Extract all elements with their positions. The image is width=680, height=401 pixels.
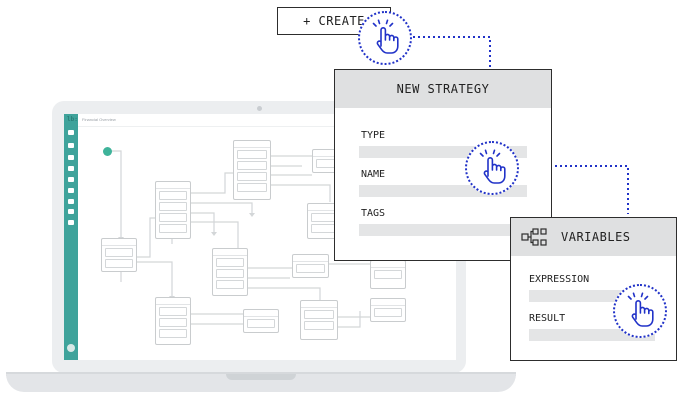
variables-title: VARIABLES — [561, 230, 631, 244]
app-sidebar — [64, 114, 78, 360]
sidebar-doc-icon[interactable] — [68, 166, 74, 171]
tags-field[interactable] — [359, 224, 527, 236]
expression-label: EXPRESSION — [529, 274, 590, 285]
pointer-hand-icon — [358, 11, 412, 65]
flow-node[interactable] — [233, 140, 271, 200]
avatar[interactable] — [67, 344, 75, 352]
app-logo[interactable]: lb: — [67, 116, 78, 123]
sidebar-chart-icon[interactable] — [68, 177, 74, 182]
sidebar-list-icon[interactable] — [68, 199, 74, 204]
new-strategy-title: NEW STRATEGY — [335, 70, 551, 108]
tags-label: TAGS — [361, 208, 386, 219]
sidebar-table-icon[interactable] — [68, 209, 74, 214]
create-button[interactable]: + CREATE — [277, 7, 391, 35]
flow-node[interactable] — [292, 254, 329, 278]
flow-node[interactable] — [155, 181, 191, 239]
flow-nodes-icon — [521, 228, 547, 246]
flow-node[interactable] — [155, 297, 191, 345]
laptop-base — [6, 374, 516, 392]
sidebar-search-icon[interactable] — [68, 130, 74, 135]
sidebar-users-icon[interactable] — [68, 155, 74, 160]
sidebar-grid-icon[interactable] — [68, 188, 74, 193]
camera-dot — [257, 106, 262, 111]
flow-node[interactable] — [370, 298, 406, 322]
app-title: Financial Overview — [82, 117, 116, 122]
laptop-notch — [226, 374, 296, 380]
pointer-hand-icon — [613, 284, 667, 338]
sidebar-settings-icon[interactable] — [68, 220, 74, 225]
type-label: TYPE — [361, 130, 386, 141]
flow-node[interactable] — [300, 300, 338, 340]
flow-node[interactable] — [243, 309, 279, 333]
pointer-hand-icon — [465, 141, 519, 195]
result-label: RESULT — [529, 313, 566, 324]
name-label: NAME — [361, 169, 386, 180]
sidebar-eye-icon[interactable] — [68, 143, 74, 148]
flow-node[interactable] — [101, 238, 137, 272]
variables-header: VARIABLES — [511, 218, 676, 256]
flow-node[interactable] — [307, 203, 339, 239]
flow-node[interactable] — [212, 248, 248, 296]
flow-start-node[interactable] — [103, 147, 112, 156]
